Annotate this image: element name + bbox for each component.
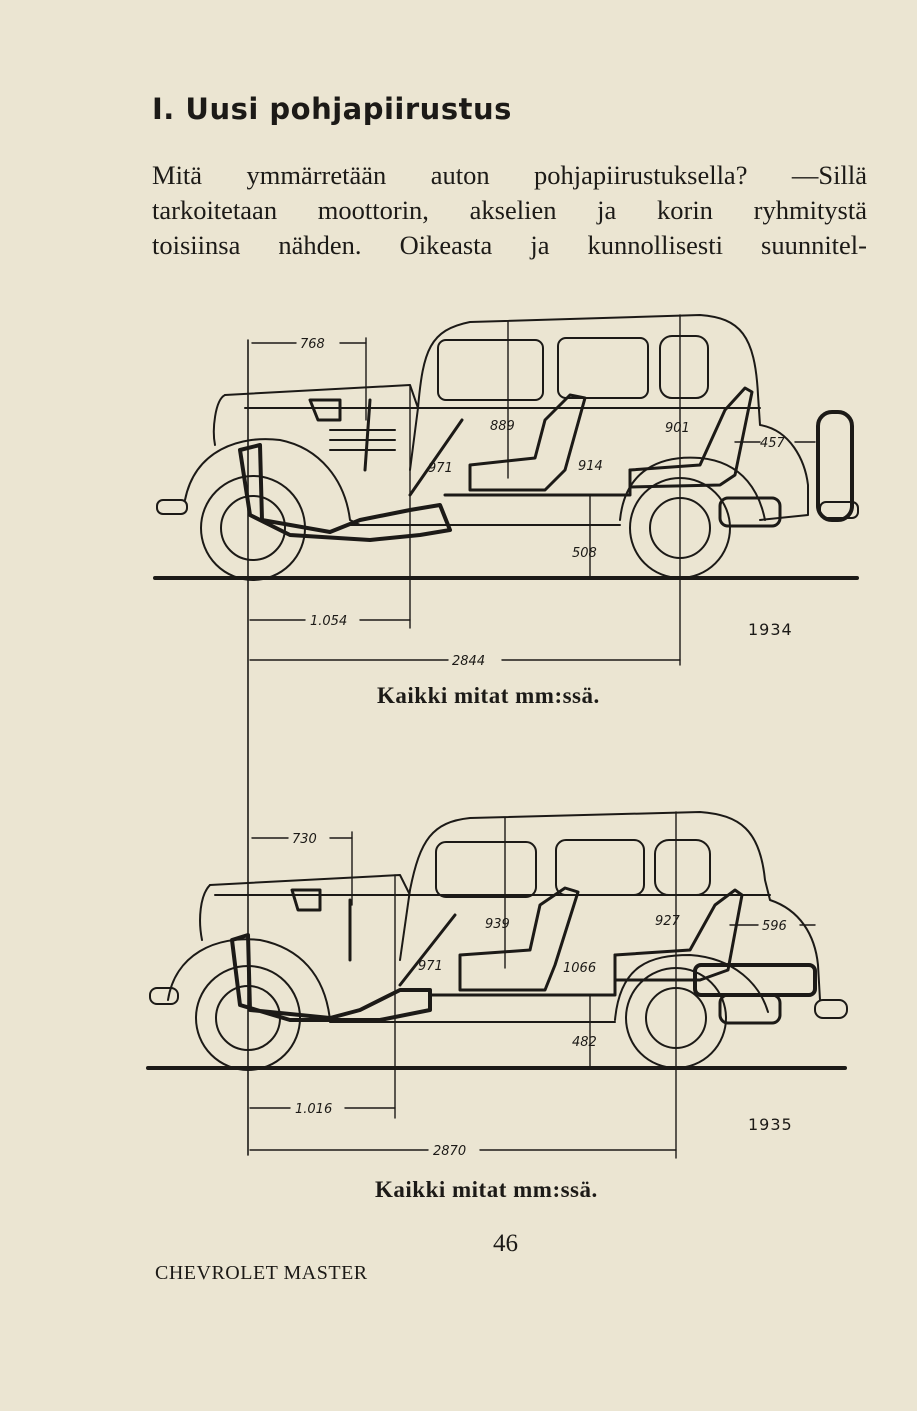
caption-1935: Kaikki mitat mm:ssä. bbox=[375, 1177, 598, 1202]
dim-482: 482 bbox=[572, 1035, 597, 1050]
dim-901: 901 bbox=[665, 421, 690, 436]
dim-730: 730 bbox=[292, 832, 317, 847]
year-label-1935: 1935 bbox=[748, 1115, 793, 1134]
dim-971: 971 bbox=[428, 461, 453, 476]
intro-paragraph: Mitä ymmärretään auton pohjapiirustuksel… bbox=[152, 158, 867, 263]
dim-1066: 1066 bbox=[563, 961, 596, 976]
year-label-1934: 1934 bbox=[748, 620, 793, 639]
dim-457: 457 bbox=[760, 436, 786, 451]
dim-1016: 1.016 bbox=[295, 1102, 332, 1117]
dim-914: 914 bbox=[578, 459, 603, 474]
dim-1054: 1.054 bbox=[310, 614, 347, 629]
car-1934-drawing bbox=[153, 314, 859, 1156]
dim-596: 596 bbox=[762, 919, 787, 934]
car-1935-drawing bbox=[146, 811, 848, 1159]
paragraph-line: Mitä ymmärretään auton pohjapiirustuksel… bbox=[152, 160, 867, 190]
dim-927: 927 bbox=[655, 914, 681, 929]
running-footer: CHEVROLET MASTER bbox=[155, 1262, 368, 1284]
dim-889: 889 bbox=[490, 419, 515, 434]
paragraph-line: toisiinsa nähden. Oikeasta ja kunnollise… bbox=[152, 230, 867, 260]
dim-508: 508 bbox=[572, 546, 597, 561]
dim-2844: 2844 bbox=[452, 654, 485, 669]
dim-2870: 2870 bbox=[433, 1144, 466, 1159]
dim-939: 939 bbox=[485, 917, 510, 932]
dim-971b: 971 bbox=[418, 959, 443, 974]
section-heading: I. Uusi pohjapiirustus bbox=[152, 92, 512, 126]
dim-768: 768 bbox=[300, 337, 325, 352]
paragraph-line: tarkoitetaan moottorin, akselien ja kori… bbox=[152, 195, 867, 225]
caption-1934: Kaikki mitat mm:ssä. bbox=[377, 683, 600, 708]
page-number: 46 bbox=[493, 1230, 518, 1257]
